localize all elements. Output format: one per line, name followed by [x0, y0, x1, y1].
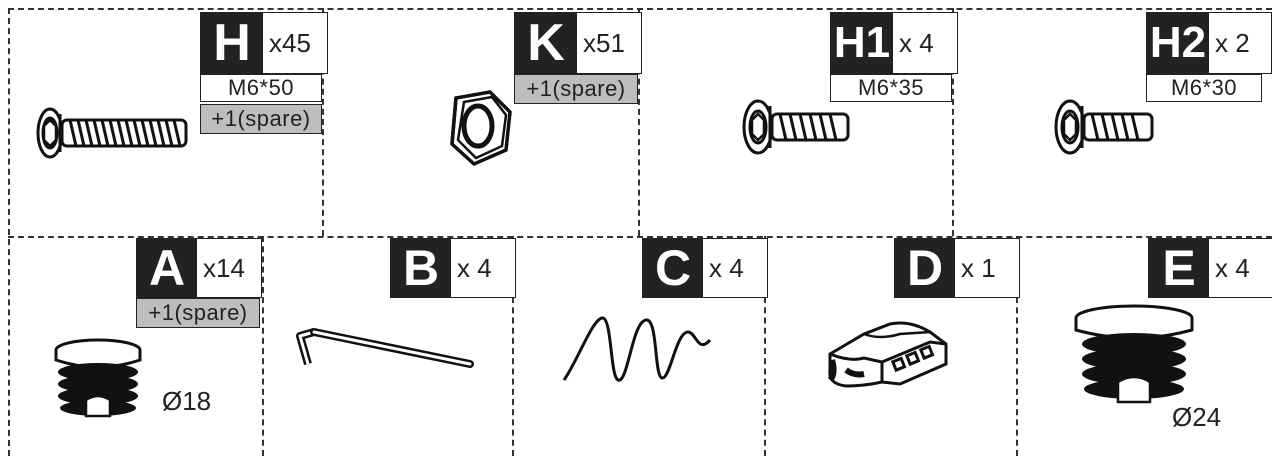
bolt-icon	[36, 107, 188, 159]
part-cell-a: A x14 +1(spare) Ø18	[8, 236, 262, 456]
connector-block-icon	[827, 321, 948, 388]
part-cell-c: C x 4	[512, 236, 768, 456]
part-letter: C	[643, 239, 703, 297]
part-cell-h1: H1 x 4 M6*35	[638, 8, 958, 236]
part-tag-c: C x 4	[642, 238, 768, 298]
grid-line	[322, 8, 324, 236]
part-tag-h2: H2 x 2	[1146, 12, 1272, 74]
part-quantity: x 4	[457, 252, 492, 283]
part-quantity: x45	[269, 27, 311, 58]
bolt-icon	[742, 99, 850, 155]
part-tag-a: A x14	[136, 238, 262, 298]
hex-nut-icon	[450, 90, 512, 167]
diameter-label: Ø24	[1172, 402, 1222, 432]
part-cell-d: D x 1	[764, 236, 1020, 456]
part-quantity: x 4	[899, 27, 934, 58]
part-cell-b: B x 4	[262, 236, 516, 456]
grid-line	[8, 8, 10, 456]
grid-line	[764, 236, 766, 456]
part-size-label: M6*30	[1146, 74, 1262, 102]
part-letter: H1	[831, 13, 893, 73]
part-cell-e: E x 4 Ø24	[1016, 236, 1272, 456]
part-quantity: x 2	[1215, 27, 1250, 58]
part-quantity: x 4	[1215, 252, 1250, 283]
spare-label: +1(spare)	[514, 74, 638, 104]
diameter-label: Ø18	[162, 386, 212, 416]
part-letter: D	[895, 239, 955, 297]
part-quantity: x 4	[709, 252, 744, 283]
part-quantity: x51	[583, 27, 625, 58]
part-tag-h1: H1 x 4	[830, 12, 958, 74]
grid-line	[1016, 236, 1018, 456]
grid-line	[512, 236, 514, 456]
allen-key-icon	[296, 328, 474, 368]
part-letter: A	[137, 239, 197, 297]
part-quantity: x 1	[961, 252, 996, 283]
part-letter: H	[201, 13, 263, 73]
grid-line	[8, 236, 1272, 238]
spare-label: +1(spare)	[200, 104, 322, 134]
grid-line	[262, 236, 264, 456]
part-tag-h: H x45	[200, 12, 328, 74]
grid-line	[952, 8, 954, 236]
part-letter: B	[391, 239, 451, 297]
part-cell-h2: H2 x 2 M6*30	[952, 8, 1272, 236]
part-size-label: M6*35	[830, 74, 952, 102]
part-cell-k: K x51 +1(spare)	[322, 8, 642, 236]
part-size-label: M6*50	[200, 74, 322, 102]
threaded-insert-icon	[54, 338, 142, 418]
part-letter: H2	[1147, 13, 1209, 73]
part-tag-d: D x 1	[894, 238, 1020, 298]
bolt-icon	[1054, 99, 1154, 155]
grid-line	[638, 8, 640, 236]
part-cell-h: H x45 M6*50 +1(spare)	[8, 8, 328, 236]
part-tag-b: B x 4	[390, 238, 516, 298]
part-quantity: x14	[203, 252, 245, 283]
part-letter: K	[515, 13, 577, 73]
part-tag-k: K x51	[514, 12, 642, 74]
spring-wire-icon	[562, 316, 712, 382]
threaded-insert-icon	[1074, 304, 1194, 404]
part-letter: E	[1149, 239, 1209, 297]
part-tag-e: E x 4	[1148, 238, 1272, 298]
grid-line	[8, 8, 1272, 10]
spare-label: +1(spare)	[136, 298, 260, 328]
